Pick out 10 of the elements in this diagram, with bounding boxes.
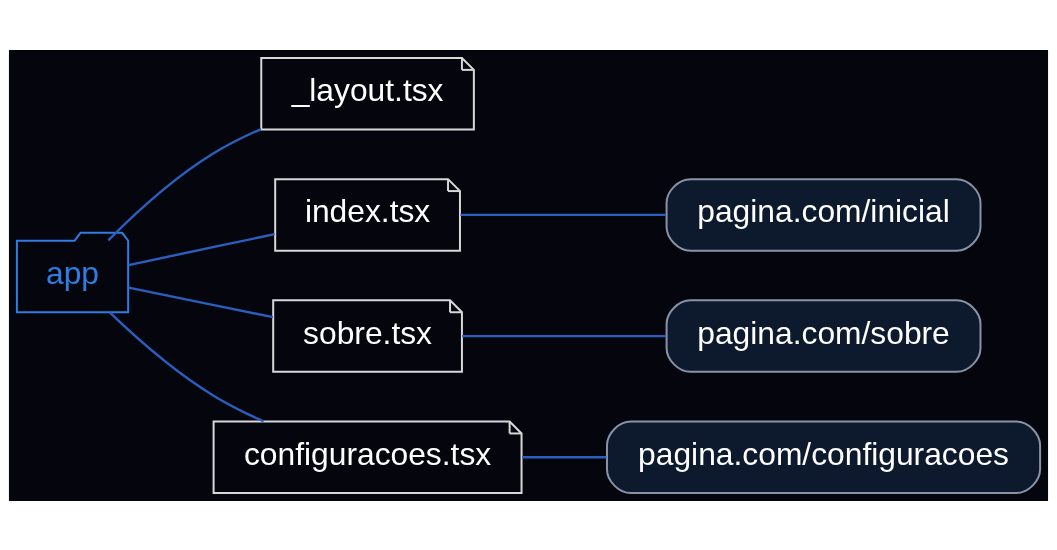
connector bbox=[128, 285, 274, 318]
connector bbox=[108, 311, 265, 422]
node-box: pagina.com/sobre bbox=[665, 298, 982, 373]
connector bbox=[128, 232, 275, 266]
connector bbox=[460, 213, 666, 216]
node-box: pagina.com/inicial bbox=[665, 177, 982, 252]
connector bbox=[462, 334, 666, 337]
connector bbox=[521, 455, 607, 458]
node-box: pagina.com/configuracoes bbox=[606, 420, 1042, 494]
connector bbox=[107, 127, 262, 241]
